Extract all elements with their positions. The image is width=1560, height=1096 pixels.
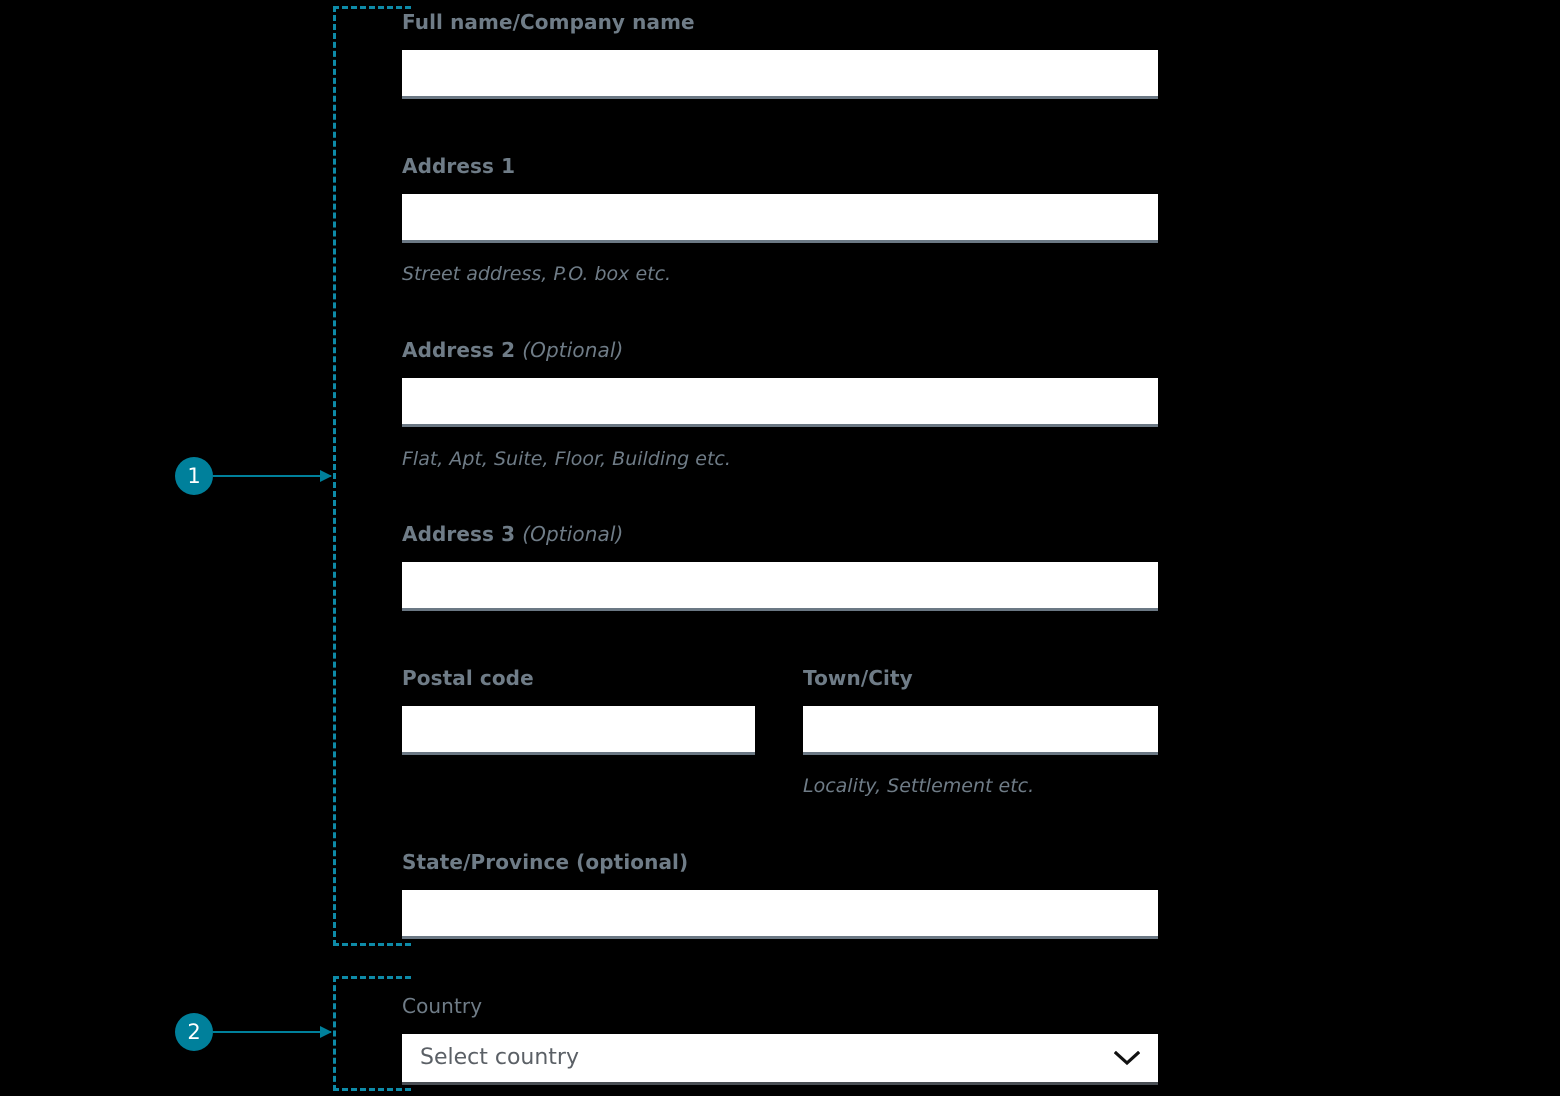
- postal-code-input[interactable]: [402, 706, 755, 755]
- address-3-label: Address 3 (Optional): [402, 524, 623, 544]
- highlight-region-country-block: [333, 976, 413, 1091]
- arrowhead-icon: [320, 1026, 332, 1038]
- callout-marker-1: 1: [175, 457, 213, 495]
- address-1-label: Address 1: [402, 154, 516, 178]
- callout-marker-2: 2: [175, 1013, 213, 1051]
- state-province-label: State/Province (optional): [402, 850, 689, 874]
- country-select[interactable]: Select country: [402, 1034, 1158, 1085]
- callout-arrow-2: [213, 1026, 332, 1038]
- address-2-input[interactable]: [402, 378, 1158, 427]
- town-city-label: Town/City: [803, 666, 913, 690]
- postal-code-label: Postal code: [402, 666, 534, 690]
- address-2-hint: Flat, Apt, Suite, Floor, Building etc.: [402, 448, 731, 470]
- state-province-input[interactable]: [402, 890, 1158, 939]
- chevron-down-icon[interactable]: [1113, 1050, 1141, 1066]
- address-2-label: Address 2 (Optional): [402, 340, 623, 360]
- town-city-hint: Locality, Settlement etc.: [803, 775, 1035, 797]
- address-3-label-text: Address 3: [402, 522, 516, 546]
- address-1-hint: Street address, P.O. box etc.: [402, 263, 672, 285]
- town-city-input[interactable]: [803, 706, 1158, 755]
- callout-arrow-1: [213, 470, 332, 482]
- country-select-placeholder: Select country: [420, 1045, 579, 1070]
- address-2-label-text: Address 2: [402, 338, 516, 362]
- country-select-wrapper[interactable]: Select country: [402, 1034, 1158, 1085]
- address-1-input[interactable]: [402, 194, 1158, 243]
- full-name-input[interactable]: [402, 50, 1158, 99]
- address-2-optional-tag: (Optional): [522, 338, 624, 362]
- highlight-region-address-block: [333, 6, 413, 946]
- address-3-input[interactable]: [402, 562, 1158, 611]
- country-label: Country: [402, 994, 483, 1018]
- full-name-label: Full name/Company name: [402, 10, 695, 34]
- address-3-optional-tag: (Optional): [522, 522, 624, 546]
- arrowhead-icon: [320, 470, 332, 482]
